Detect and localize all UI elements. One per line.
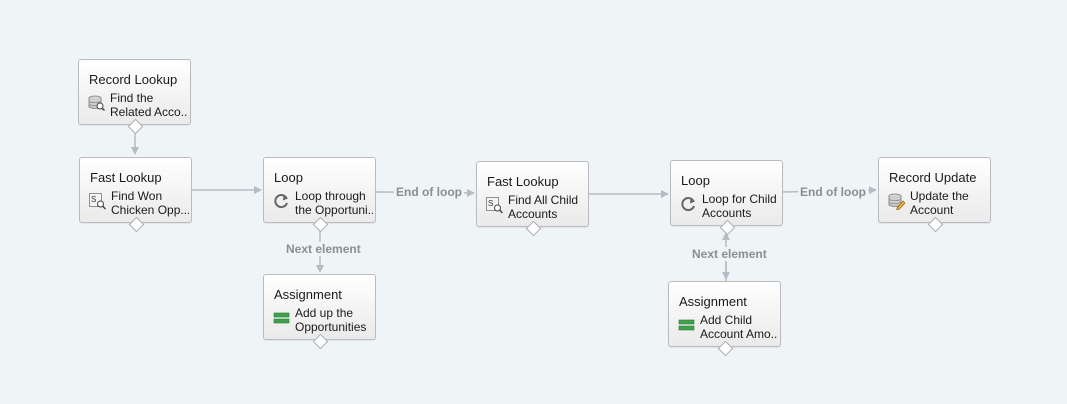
- loop-icon: [274, 194, 288, 209]
- flow-node-fast-lookup-won[interactable]: Fast Lookup S Find Won Chicken Opp...: [79, 157, 192, 223]
- record-lookup-icon: [88, 95, 105, 112]
- node-label: Find All Child Accounts: [508, 193, 579, 221]
- flow-node-assignment-add-child[interactable]: Assignment Add Child Account Amo...: [668, 281, 781, 347]
- loop-icon: [681, 197, 695, 212]
- node-type-label: Loop: [681, 173, 710, 188]
- node-type-label: Fast Lookup: [90, 170, 162, 185]
- node-label: Add Child Account Amo...: [700, 313, 778, 341]
- flow-node-record-lookup[interactable]: Record Lookup Find the Related Acco...: [78, 59, 191, 125]
- node-label: Add up the Opportunities: [295, 306, 367, 334]
- assignment-icon: [678, 319, 695, 331]
- end-of-loop-label-2: End of loop: [798, 185, 868, 199]
- flow-node-record-update[interactable]: Record Update Update the Account: [878, 157, 991, 223]
- node-label: Find the Related Acco...: [110, 91, 188, 119]
- node-label: Update the Account: [910, 189, 969, 217]
- end-of-loop-label-1: End of loop: [394, 185, 464, 199]
- node-type-label: Fast Lookup: [487, 174, 559, 189]
- flow-node-assignment-add-up[interactable]: Assignment Add up the Opportunities: [263, 274, 376, 340]
- node-label: Find Won Chicken Opp...: [111, 189, 189, 217]
- svg-text:S: S: [91, 195, 96, 204]
- flow-node-loop-opportunities[interactable]: Loop Loop through the Opportuni...: [263, 157, 376, 223]
- node-type-label: Loop: [274, 170, 303, 185]
- node-type-label: Assignment: [679, 294, 747, 309]
- node-type-label: Record Lookup: [89, 72, 178, 87]
- node-type-label: Record Update: [889, 170, 977, 185]
- record-update-icon: [888, 193, 905, 210]
- flow-node-loop-child-accounts[interactable]: Loop Loop for Child Accounts: [670, 160, 783, 226]
- svg-text:S: S: [488, 199, 493, 208]
- flow-node-fast-lookup-children[interactable]: Fast Lookup S Find All Child Accounts: [476, 161, 589, 227]
- fast-lookup-icon: S: [89, 193, 106, 210]
- node-type-label: Assignment: [274, 287, 342, 302]
- next-element-label-1: Next element: [284, 242, 363, 256]
- assignment-icon: [273, 312, 290, 324]
- node-label: Loop through the Opportuni...: [295, 189, 373, 217]
- next-element-label-2: Next element: [690, 247, 769, 261]
- fast-lookup-icon: S: [486, 197, 503, 214]
- node-label: Loop for Child Accounts: [702, 192, 777, 220]
